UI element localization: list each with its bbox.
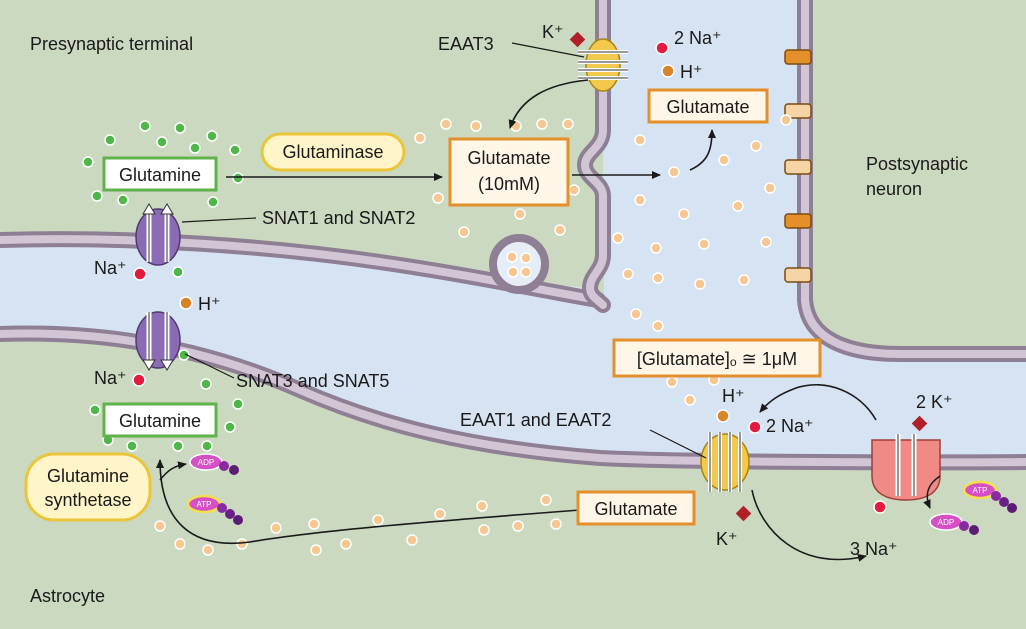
glutamate-concentration-label: (10mM) bbox=[478, 174, 540, 194]
h-label-eaat12: H⁺ bbox=[722, 386, 745, 406]
eaat1-eaat2-transporter bbox=[700, 432, 750, 492]
glutamine-box-astrocyte bbox=[102, 402, 218, 438]
glutamine-box-presynaptic bbox=[102, 156, 218, 192]
glutamine-synthetase-label-2: synthetase bbox=[44, 490, 131, 510]
glutamate-box-vesicular bbox=[448, 137, 570, 207]
postsynaptic-receptors bbox=[784, 49, 812, 283]
leader-lines bbox=[181, 42, 707, 459]
atp-label-2: ATP bbox=[973, 486, 988, 495]
atp-token-2: ATP bbox=[962, 480, 1017, 513]
two-na-label-eaat3: 2 Na⁺ bbox=[674, 28, 722, 48]
adp-token-1: ADP bbox=[189, 453, 239, 475]
eaat3-label: EAAT3 bbox=[438, 34, 494, 54]
k-label-eaat3: K⁺ bbox=[542, 22, 564, 42]
glutamate-label-astrocyte: Glutamate bbox=[594, 499, 677, 519]
glutamine-synthetase-pill bbox=[24, 452, 152, 522]
glutamine-molecules bbox=[82, 120, 244, 452]
snat3-snat5-label: SNAT3 and SNAT5 bbox=[236, 371, 389, 391]
synaptic-vesicle bbox=[489, 234, 549, 294]
eaat1-eaat2-label: EAAT1 and EAAT2 bbox=[460, 410, 611, 430]
glutaminase-label: Glutaminase bbox=[282, 142, 383, 162]
astrocyte-label: Astrocyte bbox=[30, 586, 105, 606]
adp-token-2: ADP bbox=[929, 513, 979, 535]
snat1-snat2-transporter bbox=[135, 203, 181, 266]
h-label-snat35: H⁺ bbox=[198, 294, 221, 314]
postsynaptic-neuron-label-2: neuron bbox=[866, 179, 922, 199]
flow-arrows bbox=[156, 79, 941, 562]
k-label-eaat12: K⁺ bbox=[716, 529, 738, 549]
glutamate-box-astrocyte bbox=[576, 490, 696, 526]
postsynaptic-neuron-label-1: Postsynaptic bbox=[866, 154, 968, 174]
snat3-snat5-transporter bbox=[135, 311, 181, 371]
glutamate-label-vesicular: Glutamate bbox=[467, 148, 550, 168]
presynaptic-terminal-label: Presynaptic terminal bbox=[30, 34, 193, 54]
glutaminase-pill bbox=[260, 132, 406, 172]
extracellular-glutamate-box bbox=[612, 338, 822, 378]
two-k-label: 2 K⁺ bbox=[916, 392, 953, 412]
glutamate-molecules bbox=[154, 114, 792, 556]
extracellular-glutamate-label: [Glutamate]ₒ ≅ 1μM bbox=[637, 349, 797, 369]
glutamate-box-postsynaptic bbox=[647, 88, 769, 124]
three-na-label: 3 Na⁺ bbox=[850, 539, 898, 559]
glutamate-label-postsynaptic: Glutamate bbox=[666, 97, 749, 117]
glutamine-synthetase-label-1: Glutamine bbox=[47, 466, 129, 486]
h-label-eaat3: H⁺ bbox=[680, 62, 703, 82]
na-label-snat35: Na⁺ bbox=[94, 368, 127, 388]
na-label-snat12: Na⁺ bbox=[94, 258, 127, 278]
ion-dots bbox=[132, 31, 928, 522]
snat1-snat2-label: SNAT1 and SNAT2 bbox=[262, 208, 415, 228]
eaat3-transporter bbox=[578, 38, 628, 92]
atp-label-1: ATP bbox=[197, 500, 212, 509]
two-na-label-eaat12: 2 Na⁺ bbox=[766, 416, 814, 436]
adp-label-2: ADP bbox=[938, 518, 954, 527]
glutamine-label-presynaptic: Glutamine bbox=[119, 165, 201, 185]
adp-label-1: ADP bbox=[198, 458, 214, 467]
glutamine-label-astrocyte: Glutamine bbox=[119, 411, 201, 431]
na-k-atpase bbox=[871, 434, 941, 501]
atp-token-1: ATP bbox=[186, 494, 243, 525]
